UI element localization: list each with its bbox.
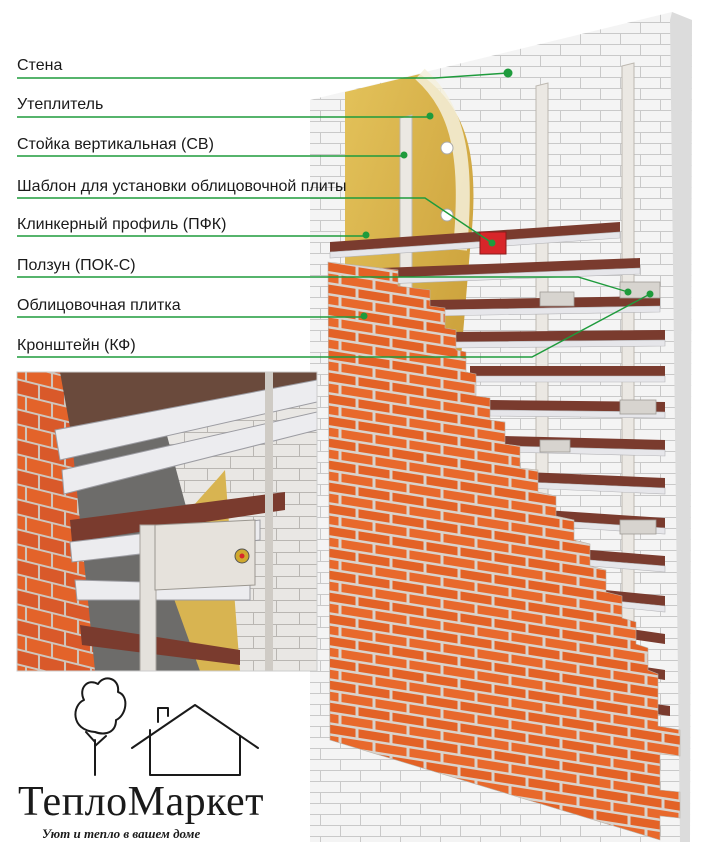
leader-bracket	[17, 293, 651, 358]
leader-profile-dot	[362, 231, 370, 239]
label-slider: Ползун (ПОК-С)	[17, 257, 136, 274]
leader-wall-dot	[503, 68, 513, 78]
leader-tile-dot	[360, 312, 368, 320]
logo-title: ТеплоМаркет	[18, 779, 264, 825]
label-template: Шаблон для установки облицовочной плиты	[17, 178, 347, 195]
leader-vertical-post-dot	[400, 151, 408, 159]
leader-wall	[17, 72, 509, 79]
logo-house-tree-icon	[74, 677, 259, 776]
leader-slider	[17, 276, 629, 293]
logo-slogan: Уют и тепло в вашем доме	[42, 826, 201, 841]
label-bracket: Кронштейн (КФ)	[17, 337, 136, 354]
leader-slider-dot	[624, 288, 632, 296]
leader-template	[17, 197, 493, 244]
closeup-inset	[17, 372, 317, 671]
leader-bracket-dot	[646, 290, 654, 298]
label-vertical-post: Стойка вертикальная (СВ)	[17, 136, 214, 153]
leader-insulation-dot	[426, 112, 434, 120]
leader-template-dot	[488, 239, 496, 247]
leader-lines	[17, 68, 654, 358]
label-insulation: Утеплитель	[17, 96, 104, 113]
label-clinker-profile: Клинкерный профиль (ПФК)	[17, 216, 227, 233]
cladding-tiles	[327, 261, 681, 841]
label-wall: Стена	[17, 57, 63, 74]
label-cladding-tile: Облицовочная плитка	[17, 297, 181, 314]
